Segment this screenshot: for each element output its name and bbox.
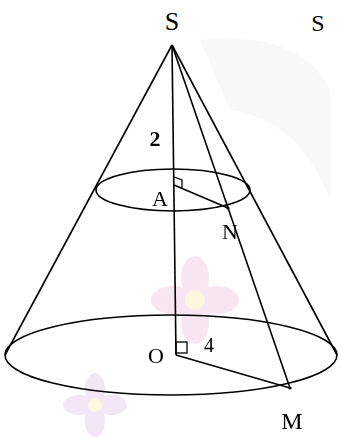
point-label: 2 [150,128,161,150]
point-label: N [222,221,238,243]
point-label: 4 [204,335,214,355]
radius-line [174,185,228,208]
slant-line [172,45,290,388]
point-label: M [281,409,302,433]
point-label: O [148,345,164,367]
base-circle [5,315,337,395]
point-label: S [311,11,324,35]
right-angle-mark [176,342,187,353]
axis-line [172,45,176,355]
point-label: A [152,188,168,210]
cone-side [172,45,337,355]
watermark-flowers [63,39,330,437]
point-label: S [165,9,179,35]
right-angle-mark [174,177,182,188]
cone-side [5,45,172,355]
radius-line [176,355,290,388]
